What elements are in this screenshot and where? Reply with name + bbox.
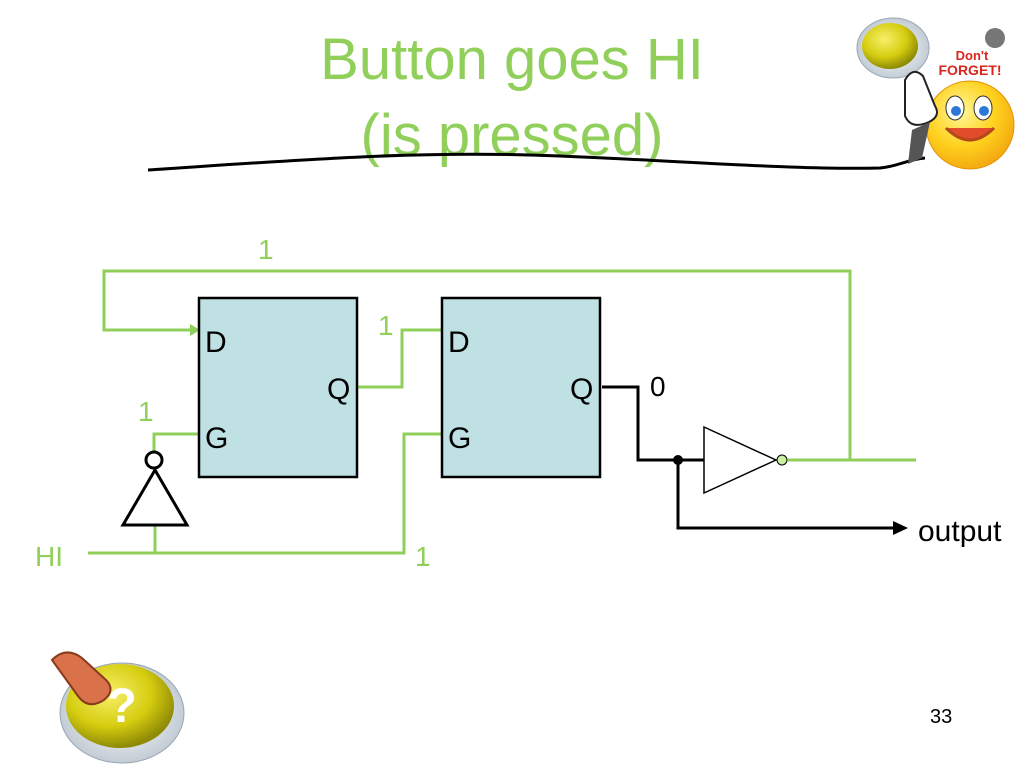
question-button-icon: ? <box>50 651 185 764</box>
latch-2-q-value-label: 0 <box>650 371 666 402</box>
page-number: 33 <box>930 706 953 728</box>
button-inverter <box>120 450 190 527</box>
hi-input-label: HI <box>35 541 63 572</box>
latch-2: D G Q <box>440 296 602 479</box>
latch-2-d-label: D <box>448 326 470 359</box>
title-underline <box>147 152 926 172</box>
slide-title: Button goes HI (is pressed) <box>0 22 1024 174</box>
latch1-q-to-latch2-d-wire <box>358 328 442 389</box>
latch-2-g-value-label: 1 <box>415 541 431 572</box>
button-inverter-triangle <box>120 467 190 527</box>
latch-2-q-label: Q <box>570 373 593 406</box>
latch2-q-wire <box>602 385 678 462</box>
latch-2-g-label: G <box>448 422 471 455</box>
latch1-d-arrowhead <box>190 324 200 336</box>
latch-2-box <box>440 296 602 479</box>
dont-forget-label: Don't <box>956 48 989 63</box>
output-not-triangle <box>703 425 778 495</box>
latch-1-g-label: G <box>205 422 228 455</box>
svg-text:FORGET!: FORGET! <box>939 62 1002 78</box>
latch-1-q-value-label: 1 <box>378 310 394 341</box>
title-line-1: Button goes HI <box>320 27 704 92</box>
latch-1-q-label: Q <box>327 373 350 406</box>
output-not-bubble <box>776 454 788 466</box>
dont-forget-smiley-icon: Don't FORGET! <box>856 17 1015 170</box>
output-arrowhead <box>893 521 908 535</box>
output-label: output <box>918 515 1002 548</box>
hi-input-wire <box>88 432 442 555</box>
feedback-value-label: 1 <box>258 234 274 265</box>
latch-1-g-value-label: 1 <box>138 396 154 427</box>
latch-1: D G Q <box>197 296 359 479</box>
junction-dot <box>673 455 683 465</box>
output-not-gate <box>703 425 788 495</box>
question-glyph: ? <box>107 680 136 733</box>
output-wire <box>676 460 898 530</box>
feedback-wire <box>102 269 916 462</box>
button-inverter-bubble <box>144 450 164 470</box>
latch-1-d-label: D <box>205 326 227 359</box>
latch-1-box <box>197 296 359 479</box>
